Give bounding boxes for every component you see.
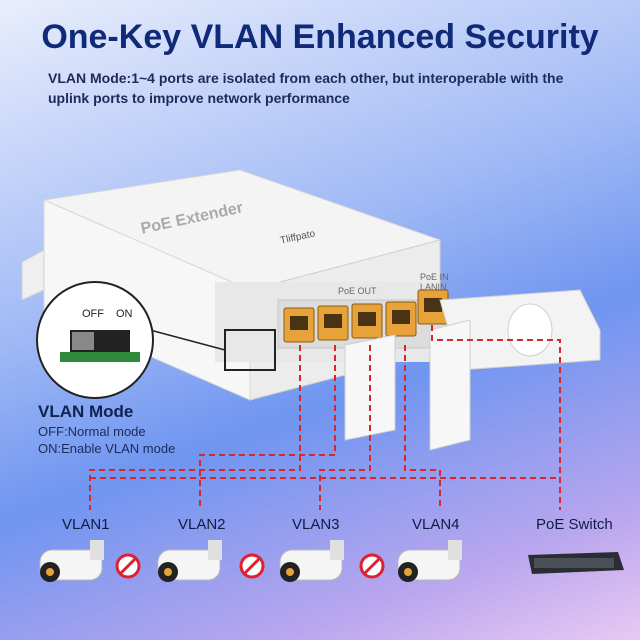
- poe-switch-label: PoE Switch: [536, 516, 613, 533]
- prohibit-icon: [115, 553, 141, 579]
- vlan-label-1: VLAN1: [62, 516, 110, 533]
- vlan-label-3: VLAN3: [292, 516, 340, 533]
- camera-vlan1: [39, 540, 104, 582]
- poe-switch-device: [528, 552, 624, 574]
- vlan-mode-off-desc: OFF:Normal mode: [38, 424, 146, 439]
- port-label-poe-in: PoE IN LANIN: [420, 272, 449, 292]
- page-title: One-Key VLAN Enhanced Security: [41, 18, 599, 56]
- camera-vlan3: [279, 540, 344, 582]
- ethernet-ports: [283, 289, 449, 343]
- vlan-label-4: VLAN4: [412, 516, 460, 533]
- vlan-mode-title: VLAN Mode: [38, 402, 134, 421]
- prohibit-icon: [359, 553, 385, 579]
- switch-inset: [36, 281, 154, 399]
- camera-vlan2: [157, 540, 222, 582]
- vlan-label-2: VLAN2: [178, 516, 226, 533]
- inset-off-label: OFF: [82, 308, 104, 320]
- camera-vlan4: [397, 540, 462, 582]
- pointer-line: [149, 329, 226, 351]
- port-label-poe-out: PoE OUT: [338, 286, 377, 296]
- prohibit-icon: [239, 553, 265, 579]
- page-subtitle: VLAN Mode:1~4 ports are isolated from ea…: [48, 70, 564, 106]
- vlan-mode-on-desc: ON:Enable VLAN mode: [38, 441, 176, 456]
- vlan-connection-lines: [89, 325, 561, 510]
- inset-on-label: ON: [116, 308, 133, 320]
